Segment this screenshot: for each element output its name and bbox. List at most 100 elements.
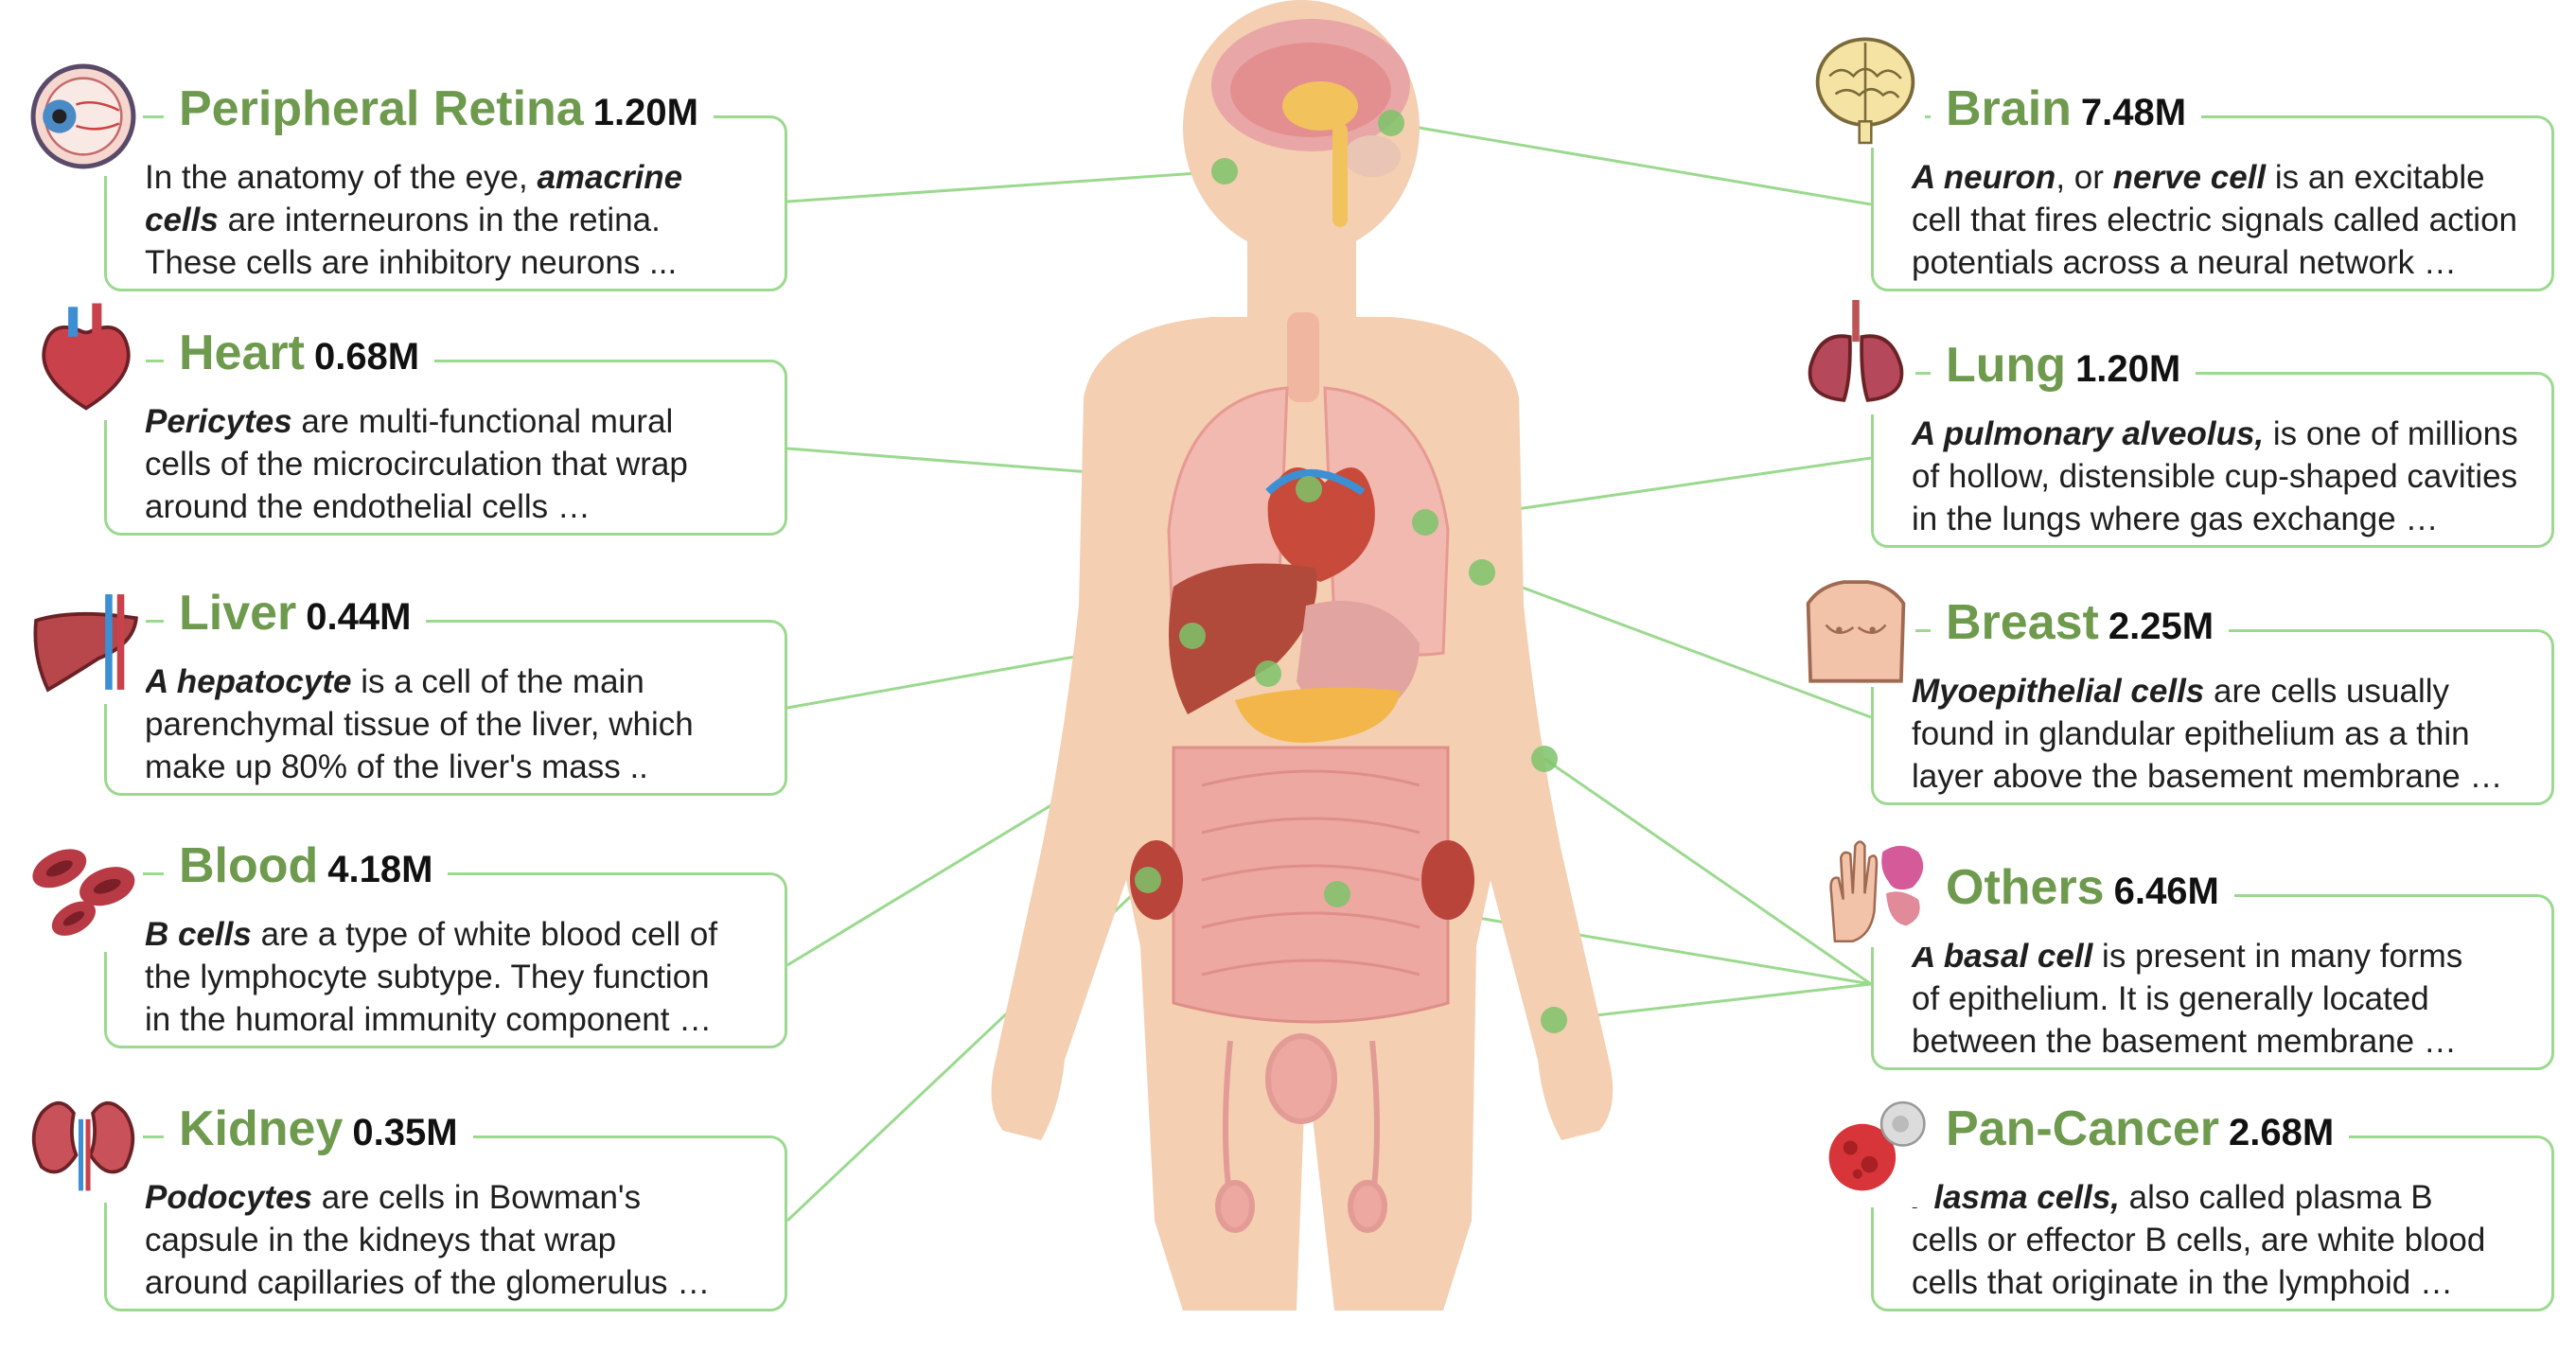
card-count: 0.68M [313, 336, 420, 378]
card-title: Kidney [179, 1101, 344, 1156]
description-text: in the lungs where gas exchange … [1912, 501, 2439, 537]
heart-icon [26, 301, 146, 420]
description-emphasis: Plasma cells, [1912, 1179, 2120, 1216]
description-text: make up 80% of the liver's mass .. [145, 748, 648, 785]
card-count: 4.18M [327, 849, 433, 890]
marker-blood [1255, 660, 1281, 687]
heart-organ [1265, 467, 1375, 582]
description-text: cells of the microcirculation that wrap [145, 446, 688, 483]
description-line: found in glandular epithelium as a thin [1912, 713, 2527, 755]
description-line: Plasma cells, also called plasma B [1912, 1176, 2527, 1219]
description-emphasis: A hepatocyte [145, 663, 352, 700]
description-text: These cells are inhibitory neurons ... [145, 244, 678, 281]
body-markers [1135, 110, 1567, 1033]
description-emphasis: Pericytes [145, 403, 292, 440]
card-title: Others [1946, 860, 2105, 915]
card-count: 7.48M [2080, 92, 2187, 133]
description-text: are cells usually [2204, 673, 2450, 710]
description-line: of epithelium. It is generally located [1912, 977, 2527, 1020]
description-text: is one of millions [2264, 415, 2518, 452]
description-line: between the basement membrane … [1912, 1020, 2527, 1063]
connector-others-c [1553, 982, 1872, 1022]
description-emphasis: amacrine [537, 159, 683, 196]
eye-icon [24, 57, 143, 176]
card-description: A pulmonary alveolus, is one of millions… [1912, 413, 2527, 540]
description-emphasis: Myoepithelial cells [1912, 673, 2205, 710]
card-count: 0.35M [352, 1112, 458, 1153]
description-text: In the anatomy of the eye, [145, 159, 538, 196]
marker-others-c [1541, 1007, 1567, 1033]
description-line: A neuron, or nerve cell is an excitable [1912, 156, 2527, 199]
organs-hand-icon [1817, 828, 1936, 947]
description-line: the lymphocyte subtype. They function [145, 956, 760, 998]
connector-breast [1481, 571, 1872, 719]
description-line: of hollow, distensible cup-shaped caviti… [1912, 455, 2527, 498]
description-line: Pericytes are multi-functional mural [145, 400, 760, 443]
card-count: 0.44M [306, 596, 412, 638]
connector-others-a [1544, 757, 1872, 986]
description-text: around the endothelial cells … [145, 488, 591, 525]
description-text: between the basement membrane … [1912, 1023, 2457, 1060]
connector-retina [786, 169, 1226, 203]
thyroid-trachea [1287, 312, 1319, 402]
description-emphasis: cells [145, 202, 219, 238]
description-text: , or [2056, 159, 2113, 196]
description-text: are multi-functional mural [291, 403, 674, 440]
description-line: capsule in the kidneys that wrap [145, 1219, 760, 1261]
card-count: 6.46M [2113, 871, 2219, 912]
description-emphasis: A pulmonary alveolus, [1912, 415, 2265, 452]
description-text: cell that fires electric signals called … [1912, 202, 2518, 238]
description-text: cells or effector B cells, are white blo… [1912, 1222, 2486, 1258]
description-text: layer above the basement membrane … [1912, 758, 2503, 795]
description-line: in the lungs where gas exchange … [1912, 498, 2527, 540]
description-line: cell that fires electric signals called … [1912, 199, 2527, 241]
marker-retina [1211, 158, 1238, 185]
torso-icon [1796, 568, 1915, 687]
connector-brain [1390, 121, 1872, 206]
card-title: Heart [179, 326, 305, 380]
card-count: 1.20M [592, 92, 698, 133]
description-line: Podocytes are cells in Bowman's [145, 1176, 760, 1219]
description-line: potentials across a neural network … [1912, 241, 2527, 284]
description-emphasis: A basal cell [1912, 938, 2093, 975]
description-text: is a cell of the main [351, 663, 644, 700]
card-count: 1.20M [2075, 348, 2181, 390]
kidney-icon [24, 1083, 143, 1203]
description-line: around the endothelial cells … [145, 485, 760, 528]
description-line: A hepatocyte is a cell of the main [145, 660, 760, 703]
pancreas-organ [1235, 687, 1401, 743]
intestines-organ [1172, 746, 1450, 1024]
marker-others-a [1531, 746, 1558, 772]
marker-liver [1179, 623, 1206, 649]
description-text: capsule in the kidneys that wrap [145, 1222, 617, 1258]
description-text: also called plasma B [2119, 1179, 2433, 1216]
description-line: cells that originate in the lymphoid … [1912, 1261, 2527, 1304]
description-line: B cells are a type of white blood cell o… [145, 913, 760, 956]
card-count: 2.68M [2229, 1112, 2335, 1153]
description-emphasis: Podocytes [145, 1179, 312, 1216]
card-title: Brain [1946, 81, 2072, 136]
description-line: layer above the basement membrane … [1912, 755, 2527, 798]
description-text: are a type of white blood cell of [251, 916, 718, 953]
description-line: These cells are inhibitory neurons ... [145, 241, 760, 284]
lungs-icon [1796, 295, 1915, 414]
card-title: Breast [1946, 595, 2099, 650]
description-line: In the anatomy of the eye, amacrine [145, 156, 760, 199]
description-text: is present in many forms [2092, 938, 2463, 975]
human-body-illustration [991, 0, 1614, 1311]
marker-lung [1412, 509, 1438, 536]
liver-icon [26, 585, 146, 704]
cancer-cell-icon [1817, 1088, 1936, 1207]
card-title: Pan-Cancer [1946, 1101, 2219, 1156]
